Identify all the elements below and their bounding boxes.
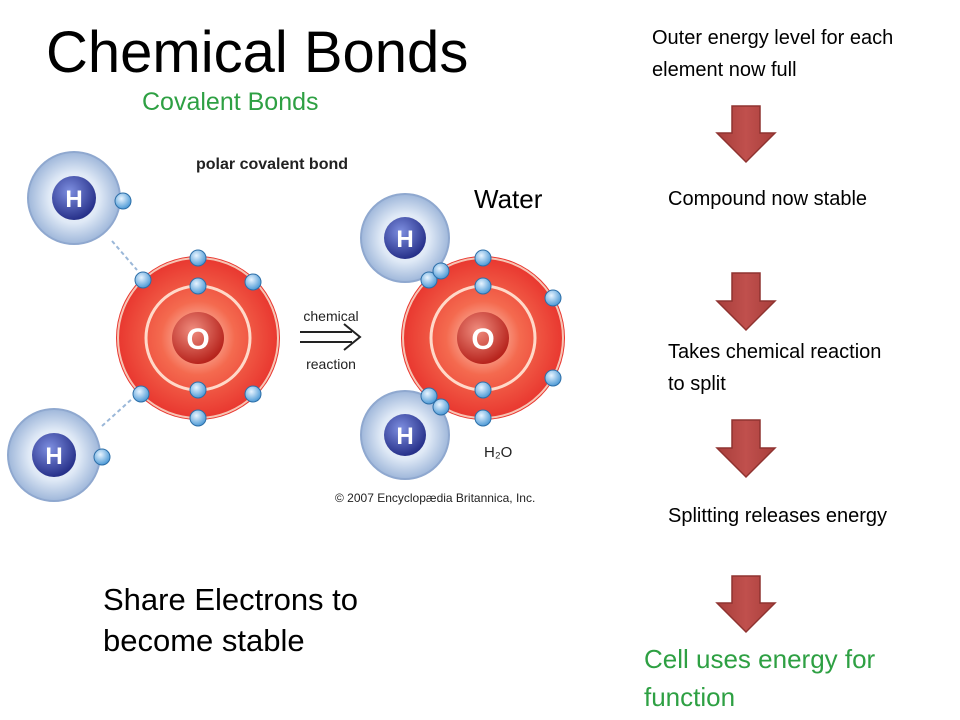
hydrogen-label: H — [45, 443, 62, 470]
flow-step-1: Outer energy level for each element now … — [652, 27, 894, 81]
reaction-arrow-icon — [300, 323, 362, 351]
flow-step-2: Compound now stable — [668, 188, 868, 210]
flow-step-5: Cell uses energy for function — [644, 644, 876, 712]
hydrogen-atom-bottom-left: H — [7, 408, 111, 502]
down-arrow-icon — [715, 419, 777, 479]
caption-text: Share Electrons to become stable — [103, 582, 359, 658]
water-electrons — [420, 249, 562, 427]
hydrogen-label: H — [396, 226, 413, 253]
hydrogen-label: H — [65, 186, 82, 213]
attraction-arrows — [101, 240, 138, 427]
water-label: Water — [474, 184, 543, 214]
down-arrow-icon — [715, 575, 777, 634]
oxygen-atom-right: O — [401, 256, 565, 420]
oxygen-label: O — [186, 323, 209, 356]
down-arrow-icon — [715, 272, 777, 332]
page-title: Chemical Bonds — [46, 20, 469, 85]
formula-label: H₂O — [484, 444, 512, 461]
hydrogen-atom-top-right: H — [360, 193, 450, 283]
flow-step-4: Splitting releases energy — [668, 505, 888, 527]
hydrogen-atom-top-left: H — [27, 151, 132, 245]
copyright-label: © 2007 Encyclopædia Britannica, Inc. — [335, 491, 535, 505]
subtitle: Covalent Bonds — [142, 88, 319, 116]
hydrogen-atom-bottom-right: H — [360, 390, 450, 480]
arrow-label-bottom: reaction — [306, 356, 356, 372]
down-arrow-icon — [715, 105, 777, 164]
figure-heading: polar covalent bond — [196, 156, 348, 173]
oxygen-label: O — [471, 323, 494, 356]
hydrogen-label: H — [396, 423, 413, 450]
flow-step-3: Takes chemical reaction to split — [668, 341, 882, 395]
oxygen-atom-left: O — [116, 249, 280, 427]
arrow-label-top: chemical — [303, 308, 358, 324]
